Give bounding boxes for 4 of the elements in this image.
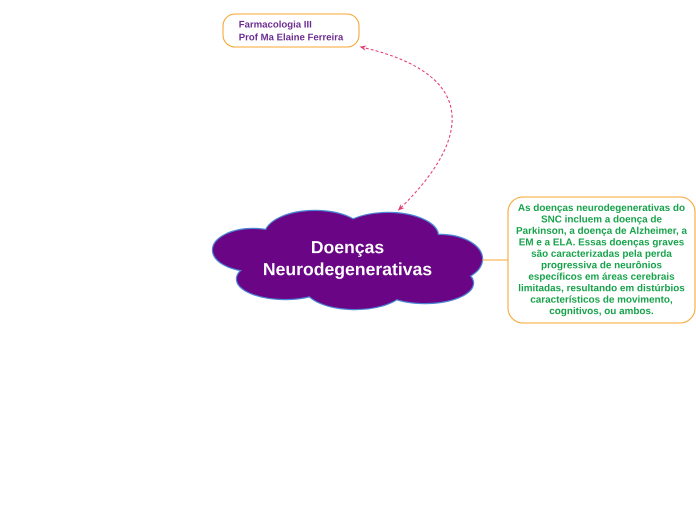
topic-cloud: Doenças Neurodegenerativas	[212, 210, 484, 310]
info-box: Farmacologia III Prof Ma Elaine Ferreira	[222, 13, 360, 48]
connector-line	[482, 259, 508, 261]
note-box: As doenças neurodegenerativas do SNC incluem a doença de Parkinson, a doença de Alzheimer, a EM e a ELA. Essas doenças graves são caracterizadas pela perda progressiva de neurônios específicos em áreas cerebrais limitadas, resultando em distúrbios característicos de movimento, cognitivos, ou ambos.	[507, 196, 696, 324]
